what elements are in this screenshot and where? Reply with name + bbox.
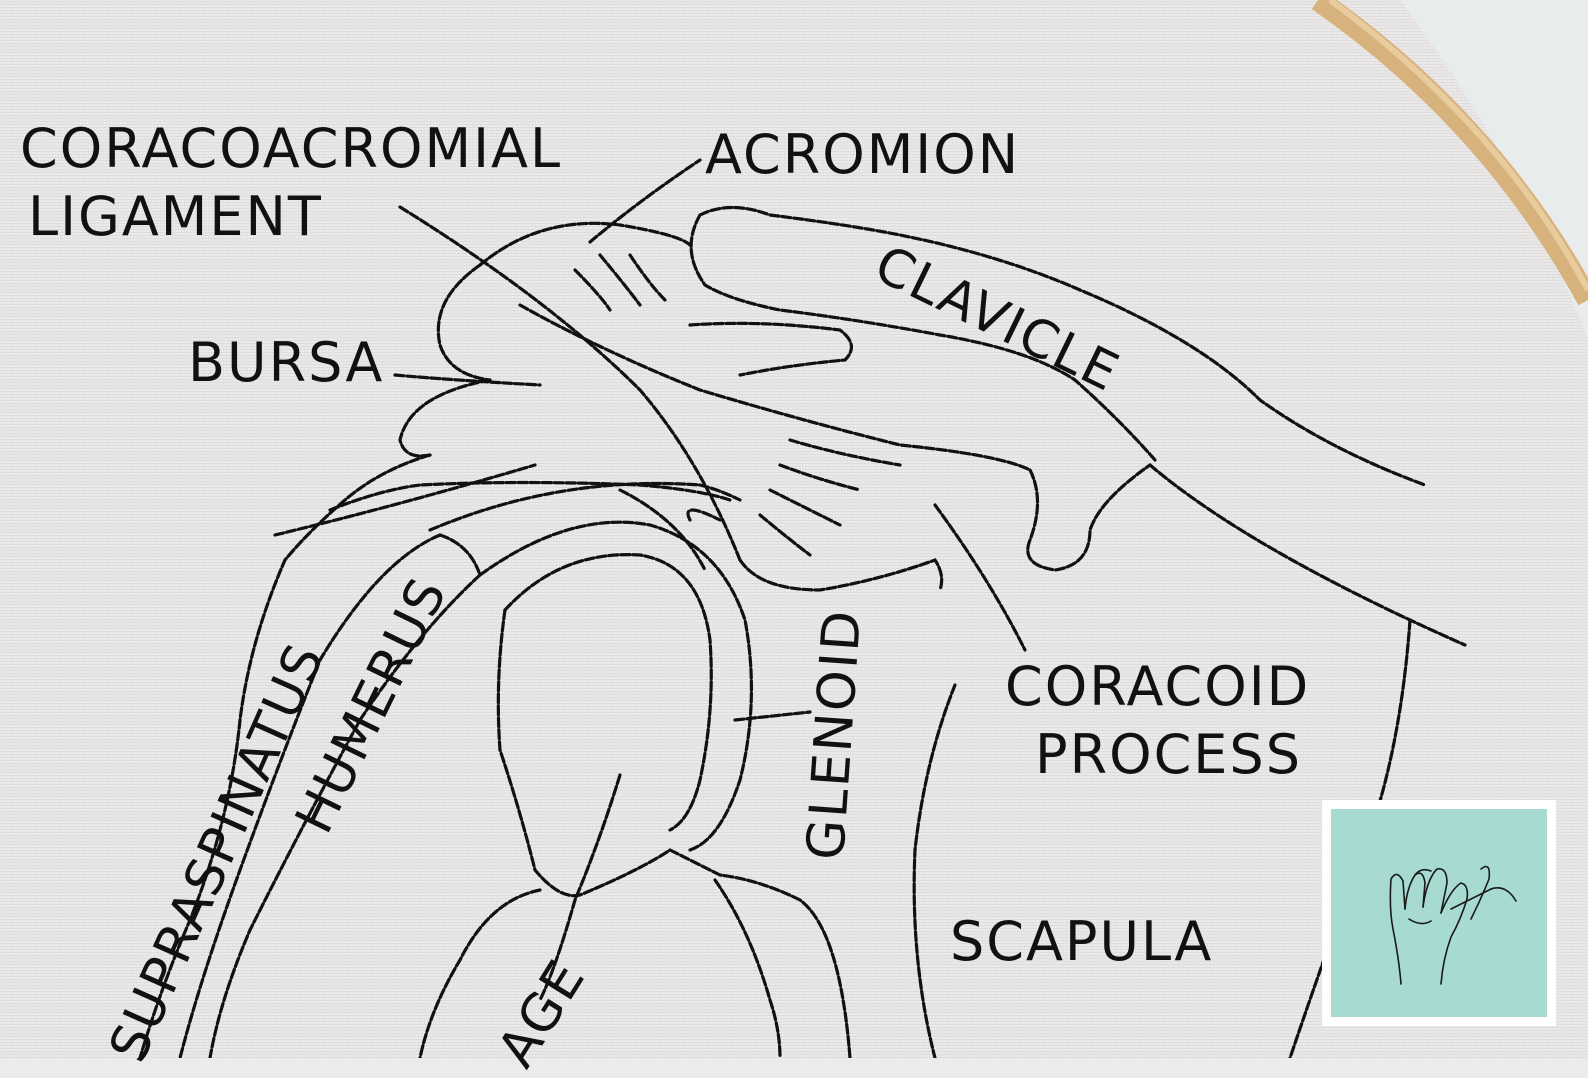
logo-background [1331,809,1547,1017]
background-outside-hoop [1400,0,1588,340]
hand-sewing-icon [1389,865,1517,985]
coracoacromial-label-line1: CORACOACROMIAL [20,117,563,180]
logo-card [1322,800,1556,1026]
hoop-highlight [1328,0,1588,292]
coracoid-label-line1: CORACOID [1005,655,1311,718]
scapula-label: SCAPULA [950,910,1214,973]
acromion-label: ACROMION [705,123,1021,186]
wooden-hoop [1311,0,1588,306]
coracoid-label-line2: PROCESS [1035,723,1302,786]
coracoacromial-label-line2: LIGAMENT [28,185,323,248]
stitch-lines [138,158,1467,1060]
bursa-label: BURSA [188,331,385,394]
